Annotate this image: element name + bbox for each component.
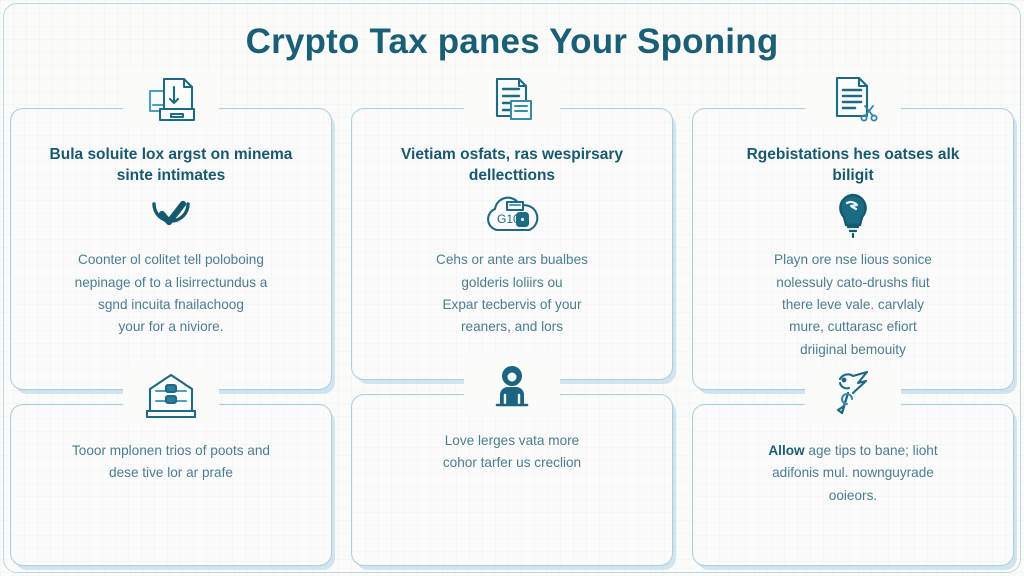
- body-line: Tooor mplonen trios of poots and: [72, 443, 270, 458]
- card-1-1[interactable]: Bula soluite lox argst on minema sinte i…: [10, 69, 332, 390]
- card-heading: Vietiam osfats, ras wespirsary dellectti…: [400, 146, 623, 184]
- body-line: mure, cuttarasc efiort: [789, 319, 917, 335]
- body-line: cohor tarfer us creclion: [442, 455, 582, 471]
- body-line: golderis loliirs ou: [461, 274, 563, 290]
- bank-building-icon: [123, 365, 219, 423]
- card-body: Love lerges vata more cohor tarfer us cr…: [443, 431, 581, 474]
- card-heading: Rgebistations hes oatses alk biligit: [746, 146, 960, 184]
- body-line: adifonis mul. nownguyrade: [772, 465, 934, 481]
- svg-text:G10: G10: [497, 212, 520, 226]
- document-scissors-icon: [805, 69, 901, 127]
- card-1-2[interactable]: Tooor mplonen trios of poots and dese ti…: [10, 365, 332, 566]
- documents-stack-icon: [464, 69, 560, 127]
- body-lead: Allow: [768, 443, 805, 458]
- printer-document-icon: [123, 69, 219, 127]
- body-line: there leve vale. carvlaly: [781, 297, 925, 312]
- card-3-2[interactable]: Allow age tips to bane; lioht adifonis m…: [692, 365, 1014, 566]
- body-line: sgnd incuita fnailachoog: [98, 297, 244, 312]
- body-line: Love lerges vata more: [444, 433, 580, 448]
- body-line: your for a niviore.: [118, 319, 224, 335]
- bird-quill-icon: [805, 365, 901, 423]
- cloud-wallet-icon: G10: [481, 190, 543, 240]
- body-line: Playn ore nse lious sonice: [774, 252, 932, 268]
- card-body: Tooor mplonen trios of poots and dese ti…: [72, 441, 270, 484]
- body-line: nepinage of to a lisirrectundus a: [74, 274, 268, 290]
- body-line-rest: age tips to bane; lioht: [804, 443, 938, 458]
- card-body: Cehs or ante ars bualbes golderis loliir…: [436, 250, 588, 338]
- column-1: Bula soluite lox argst on minema sinte i…: [10, 69, 332, 566]
- check-circle-icon: [147, 190, 195, 240]
- card-grid: Bula soluite lox argst on minema sinte i…: [10, 69, 1014, 566]
- body-line: reaners, and lors: [460, 319, 563, 335]
- lightbulb-idea-icon: [832, 190, 874, 240]
- body-line: Cehs or ante ars bualbes: [436, 252, 588, 268]
- body-line: Allow age tips to bane; lioht: [768, 441, 937, 461]
- card-body: Allow age tips to bane; lioht adifonis m…: [768, 441, 937, 506]
- column-3: Rgebistations hes oatses alk biligit Pla…: [692, 69, 1014, 566]
- card-2-1[interactable]: Vietiam osfats, ras wespirsary dellectti…: [351, 69, 673, 380]
- body-line: Expar tecbervis of your: [442, 297, 582, 312]
- person-user-icon: [464, 355, 560, 413]
- column-2: Vietiam osfats, ras wespirsary dellectti…: [351, 69, 673, 566]
- card-body: Playn ore nse lious sonice nolessuly cat…: [774, 250, 932, 360]
- body-line: driiginal bemouity: [800, 341, 906, 357]
- page-title: Crypto Tax panes Your Sponing: [245, 22, 779, 61]
- card-body: Coonter ol colitet tell poloboing nepina…: [75, 250, 268, 338]
- card-heading: Bula soluite lox argst on minema sinte i…: [49, 146, 293, 184]
- body-line: ooieors.: [828, 487, 878, 503]
- body-line: dese tive lor ar prafe: [109, 465, 233, 481]
- card-3-1[interactable]: Rgebistations hes oatses alk biligit Pla…: [692, 69, 1014, 390]
- body-line: Coonter ol colitet tell poloboing: [78, 252, 264, 268]
- body-line: nolessuly cato-drushs fiut: [776, 274, 930, 290]
- card-2-2[interactable]: Love lerges vata more cohor tarfer us cr…: [351, 355, 673, 566]
